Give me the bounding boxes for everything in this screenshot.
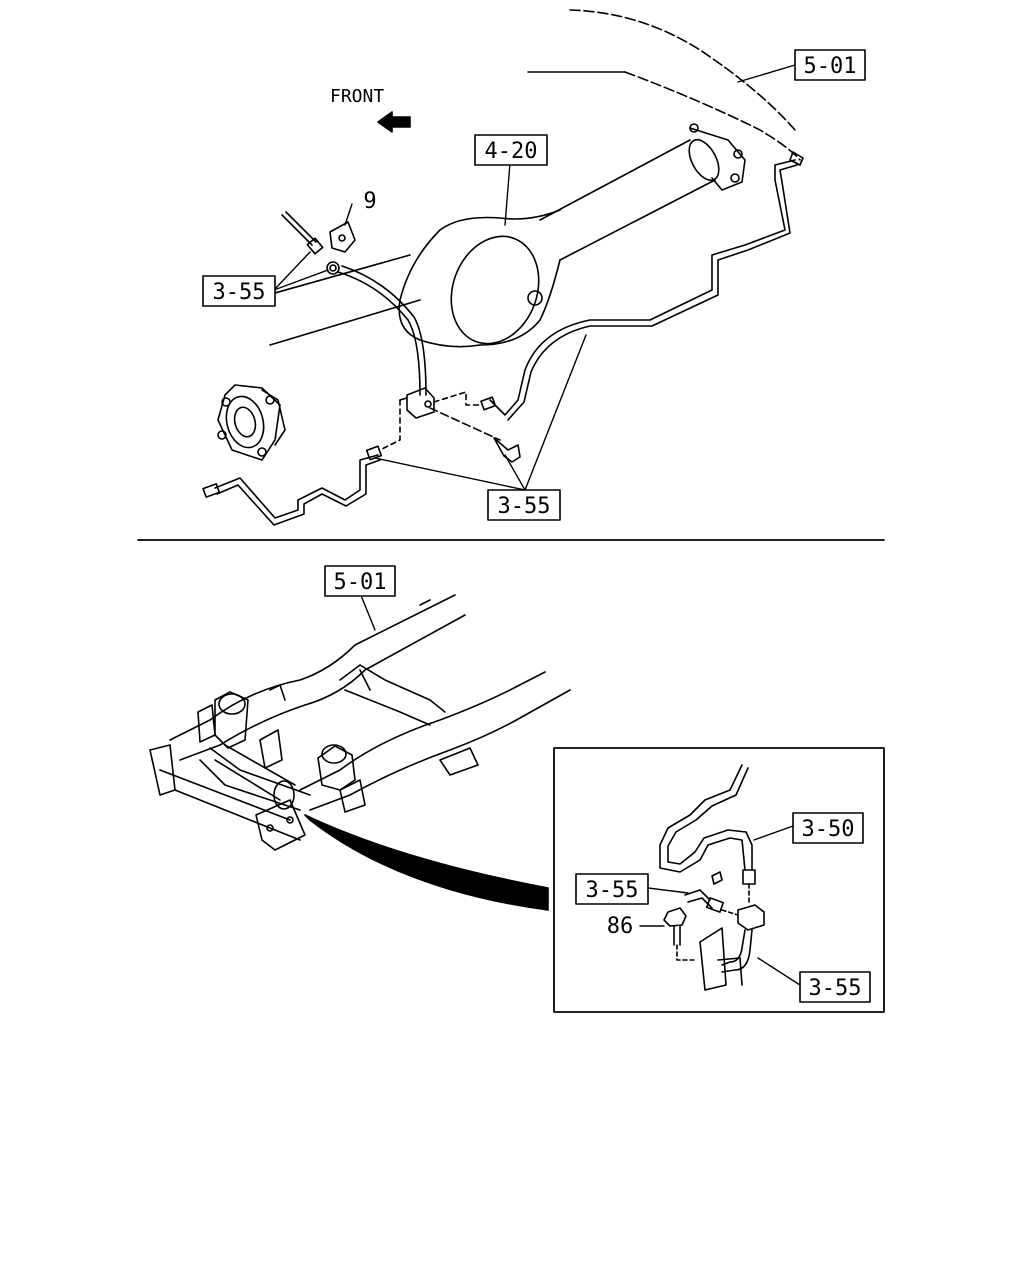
callout-3-50[interactable]: 3-50 bbox=[792, 812, 864, 844]
rear-axle-housing bbox=[217, 123, 746, 461]
front-label: FRONT bbox=[330, 86, 384, 107]
svg-text:3-50: 3-50 bbox=[802, 817, 855, 842]
callout-3-55-upper-left[interactable]: 3-55 bbox=[202, 275, 276, 307]
upper-view: FRONT bbox=[202, 9, 866, 526]
callout-4-20[interactable]: 4-20 bbox=[474, 134, 548, 166]
detail-inset: 3-50 3-55 86 3-55 bbox=[553, 747, 885, 1013]
leaders-upper bbox=[273, 64, 796, 491]
lower-view: 5-01 bbox=[149, 565, 885, 1013]
callout-9[interactable]: 9 bbox=[363, 189, 376, 214]
front-arrow-icon bbox=[377, 111, 411, 133]
svg-text:9: 9 bbox=[363, 189, 376, 214]
callout-3-55-lower[interactable]: 3-55 bbox=[487, 489, 561, 521]
callout-5-01-bottom[interactable]: 5-01 bbox=[324, 565, 396, 597]
callout-86[interactable]: 86 bbox=[607, 914, 634, 939]
chassis-frame bbox=[149, 594, 571, 851]
svg-text:5-01: 5-01 bbox=[804, 54, 857, 79]
callout-3-55-detail-left[interactable]: 3-55 bbox=[575, 873, 649, 905]
svg-text:4-20: 4-20 bbox=[485, 139, 538, 164]
svg-text:3-55: 3-55 bbox=[809, 976, 862, 1001]
front-arrow: FRONT bbox=[330, 86, 411, 133]
callout-5-01-top[interactable]: 5-01 bbox=[794, 49, 866, 81]
svg-text:5-01: 5-01 bbox=[334, 570, 387, 595]
brake-pipes-upper bbox=[202, 151, 804, 526]
leaders-lower bbox=[359, 592, 376, 631]
svg-text:3-55: 3-55 bbox=[586, 878, 639, 903]
callout-3-55-detail-right[interactable]: 3-55 bbox=[799, 971, 871, 1003]
detail-pointer bbox=[304, 814, 549, 911]
svg-text:3-55: 3-55 bbox=[213, 280, 266, 305]
svg-text:3-55: 3-55 bbox=[498, 494, 551, 519]
svg-text:86: 86 bbox=[607, 914, 634, 939]
frame-outline-upper bbox=[569, 9, 801, 161]
